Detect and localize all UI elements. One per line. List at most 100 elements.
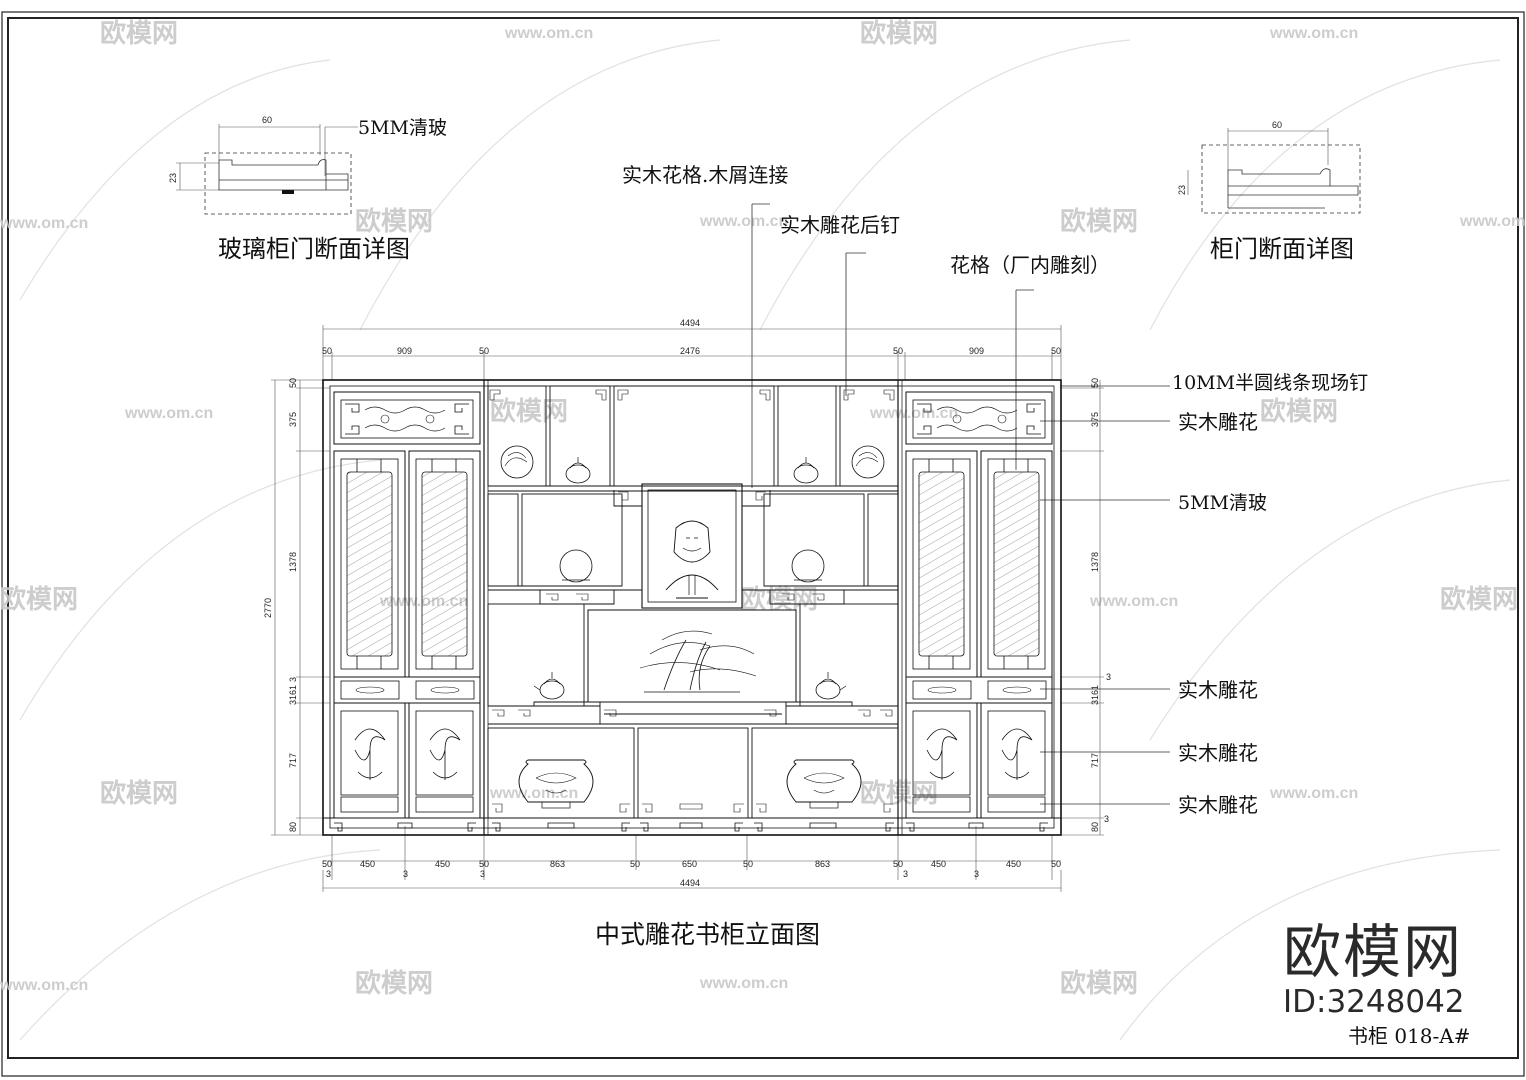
sheet-code: 书柜 018-A# xyxy=(1348,1024,1471,1048)
left-glass-doors xyxy=(333,450,481,678)
watermark-brand: 欧模网 xyxy=(100,778,178,808)
left-section-title: 玻璃柜门断面详图 xyxy=(218,235,410,263)
dim-bot-50a: 50 xyxy=(322,859,332,869)
watermark-url: www.om.cn xyxy=(1269,25,1358,42)
callout-half-round-moulding: 10MM半圆线条现场钉 xyxy=(1172,372,1368,394)
dim-right-375: 375 xyxy=(1090,412,1100,427)
dim-left-3161: 3161 xyxy=(288,685,298,705)
dim-left-2770: 2770 xyxy=(263,598,273,618)
brand-name: 欧模网 xyxy=(1283,918,1464,986)
dim-bot-450a: 450 xyxy=(360,859,375,869)
dim-bot-3b: 3 xyxy=(403,869,408,879)
dim-right-3: 3 xyxy=(1106,672,1111,682)
dim-bot-3c: 3 xyxy=(480,869,485,879)
left-top-carving-panel xyxy=(333,391,481,445)
callout-rear-nail: 实木雕花后钉 xyxy=(780,213,900,237)
top-callouts: 实木花格.木屑连接 实木雕花后钉 花格（厂内雕刻） xyxy=(622,163,1110,488)
drawers xyxy=(333,676,1053,704)
dim-right-section-height: 23 xyxy=(1177,185,1187,195)
dim-top-909b: 909 xyxy=(969,346,984,356)
dimension-lines: 4494 50 909 50 2476 50 909 50 50 450 450… xyxy=(263,318,1111,892)
left-section-glass-label: 5MM清玻 xyxy=(358,117,447,139)
callout-carving-1: 实木雕花 xyxy=(1178,410,1258,434)
dim-bot-3d: 3 xyxy=(903,869,908,879)
dim-bot-50c: 50 xyxy=(630,859,640,869)
dim-overall-top: 4494 xyxy=(680,318,700,328)
dim-bot-450b: 450 xyxy=(435,859,450,869)
watermark-brand: 欧模网 xyxy=(1060,968,1138,998)
dim-bot-450d: 450 xyxy=(1006,859,1021,869)
watermark-brand: 欧模网 xyxy=(1260,396,1338,426)
watermark-brand: 欧模网 xyxy=(355,968,433,998)
dim-bot-863a: 863 xyxy=(550,859,565,869)
watermark-brand: 欧模网 xyxy=(740,584,818,614)
watermark-brand: 欧模网 xyxy=(490,396,568,426)
dim-top-50c: 50 xyxy=(893,346,903,356)
dim-left-375: 375 xyxy=(288,412,298,427)
watermark-brand: 欧模网 xyxy=(355,206,433,236)
dim-left-section-width: 60 xyxy=(262,115,272,125)
watermark-layer: 欧模网 www.om.cn 欧模网 www.om.cn www.om.cn 欧模网 www.… xyxy=(0,18,1526,1041)
dim-top-50d: 50 xyxy=(1051,346,1061,356)
dim-right-50: 50 xyxy=(1090,378,1100,388)
watermark-brand: 欧模网 xyxy=(0,584,78,614)
watermark-url: www.om.cn xyxy=(1459,213,1526,230)
dim-right-section-width: 60 xyxy=(1272,120,1282,130)
dim-right-3161: 3161 xyxy=(1090,685,1100,705)
watermark-brand: 欧模网 xyxy=(1060,206,1138,236)
dim-top-2476: 2476 xyxy=(680,346,700,356)
bookcase-elevation xyxy=(322,379,1062,836)
dim-left-50: 50 xyxy=(288,378,298,388)
dim-top-50a: 50 xyxy=(322,346,332,356)
callout-carving-4: 实木雕花 xyxy=(1178,793,1258,817)
watermark-url: www.om.cn xyxy=(489,785,578,802)
watermark-url: www.om.cn xyxy=(869,405,958,422)
watermark-url: www.om.cn xyxy=(1089,593,1178,610)
glass-door-section-detail: 60 23 5MM清玻 玻璃柜门断面详图 xyxy=(168,115,447,263)
dim-left-3: 3 xyxy=(288,677,298,682)
dim-bot-50d: 50 xyxy=(743,859,753,869)
dim-right-1378: 1378 xyxy=(1090,552,1100,572)
watermark-brand: 欧模网 xyxy=(1440,584,1518,614)
watermark-url: www.om.cn xyxy=(0,977,88,994)
callout-glass: 5MM清玻 xyxy=(1178,492,1267,514)
dim-left-80: 80 xyxy=(288,822,298,832)
watermark-brand: 欧模网 xyxy=(860,18,938,48)
door-section-detail: 60 23 柜门断面详图 xyxy=(1177,120,1361,263)
dim-overall-bottom: 4494 xyxy=(680,878,700,888)
dim-bot-3e: 3 xyxy=(974,869,979,879)
callout-carving-3: 实木雕花 xyxy=(1178,741,1258,765)
sheet-border-inner xyxy=(7,17,1519,1059)
brand-id: ID:3248042 xyxy=(1283,984,1465,1020)
dim-left-section-height: 23 xyxy=(168,173,178,183)
central-display-shelves xyxy=(487,385,899,819)
dim-bot-3a: 3 xyxy=(326,869,331,879)
right-top-carving-panel xyxy=(905,391,1053,445)
right-glass-doors xyxy=(905,450,1053,678)
dim-left-717: 717 xyxy=(288,753,298,768)
dim-top-50b: 50 xyxy=(479,346,489,356)
plinth-fret xyxy=(334,822,1048,832)
drawing-title: 中式雕花书柜立面图 xyxy=(595,920,820,949)
dim-right-80: 80 xyxy=(1090,822,1100,832)
watermark-url: www.om.cn xyxy=(0,215,88,232)
dim-bot-863b: 863 xyxy=(815,859,830,869)
watermark-url: www.om.cn xyxy=(1269,785,1358,802)
dim-right-717: 717 xyxy=(1090,753,1100,768)
dim-bot-650: 650 xyxy=(682,859,697,869)
watermark-brand: 欧模网 xyxy=(860,778,938,808)
dim-right-3b: 3 xyxy=(1104,814,1109,824)
dim-bot-50e: 50 xyxy=(893,859,903,869)
watermark-url: www.om.cn xyxy=(699,975,788,992)
callout-carving-2: 实木雕花 xyxy=(1178,678,1258,702)
watermark-url: www.om.cn xyxy=(699,213,788,230)
watermark-url: www.om.cn xyxy=(124,405,213,422)
lower-carved-doors xyxy=(333,702,1053,819)
dim-top-909a: 909 xyxy=(397,346,412,356)
dim-bot-50b: 50 xyxy=(479,859,489,869)
sheet-border-outer xyxy=(1,11,1525,1077)
watermark-brand: 欧模网 xyxy=(100,18,178,48)
callout-lattice: 实木花格.木屑连接 xyxy=(622,163,788,187)
dim-bot-450c: 450 xyxy=(931,859,946,869)
